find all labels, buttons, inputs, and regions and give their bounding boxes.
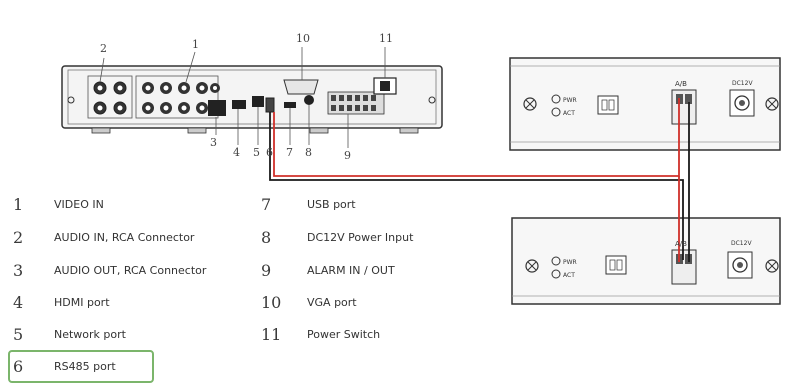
video-in-group — [135, 75, 219, 119]
power-input — [304, 95, 314, 105]
dvr-foot — [187, 127, 207, 134]
hdmi-port — [232, 100, 246, 109]
dvr-rear-panel — [61, 65, 443, 134]
callout-10: 10 — [296, 32, 310, 45]
vga-port — [283, 79, 319, 95]
rs485-terminal — [671, 249, 697, 285]
rs485-terminal — [671, 89, 697, 125]
rs485-device-top — [509, 57, 781, 151]
screw-icon — [525, 259, 539, 273]
legend-number: 9 — [261, 261, 272, 280]
legend-number: 11 — [261, 325, 282, 344]
callout-8: 8 — [305, 146, 312, 159]
power-label: DC12V — [731, 240, 752, 247]
legend-label: AUDIO IN, RCA Connector — [54, 231, 195, 244]
rs485-highlight-box — [8, 350, 154, 383]
dvr-screw-right — [428, 96, 436, 104]
legend-label: ALARM IN / OUT — [307, 264, 395, 277]
wire-red — [273, 98, 680, 177]
screw-icon — [765, 259, 779, 273]
legend-number: 5 — [13, 325, 24, 344]
legend-number: 7 — [261, 195, 272, 214]
dvr-foot — [309, 127, 329, 134]
callout-5: 5 — [253, 146, 260, 159]
rs485-port — [265, 97, 275, 113]
legend-number: 3 — [13, 261, 24, 280]
callout-6: 6 — [266, 146, 273, 159]
callout-11: 11 — [379, 32, 393, 45]
legend-number: 6 — [13, 357, 24, 376]
act-led-icon — [551, 269, 561, 279]
callout-leaders — [99, 47, 386, 148]
port-label: A/B — [675, 240, 687, 248]
legend-number: 8 — [261, 228, 272, 247]
pwr-led-icon — [551, 256, 561, 266]
pwr-led-icon — [551, 94, 561, 104]
screw-icon — [765, 97, 779, 111]
legend-label: HDMI port — [54, 296, 110, 309]
dvr-screw-left — [67, 96, 75, 104]
act-led-icon — [551, 107, 561, 117]
legend-number: 2 — [13, 228, 24, 247]
power-label: DC12V — [732, 80, 753, 87]
screw-icon — [523, 97, 537, 111]
legend-label: AUDIO OUT, RCA Connector — [54, 264, 207, 277]
dvr-foot — [91, 127, 111, 134]
network-port — [252, 96, 264, 107]
led-label-pwr: PWR — [563, 259, 577, 266]
led-label-pwr: PWR — [563, 97, 577, 104]
legend-label: VIDEO IN — [54, 198, 104, 211]
rs485-device-bottom — [511, 217, 781, 305]
legend-label: Power Switch — [307, 328, 381, 341]
dvr-inner-frame — [67, 69, 437, 125]
wire-black — [269, 112, 684, 260]
legend-label: VGA port — [307, 296, 357, 309]
callout-2: 2 — [100, 42, 107, 55]
callout-1: 1 — [192, 38, 199, 51]
rs485-wiring — [269, 98, 690, 262]
callout-4: 4 — [233, 146, 240, 159]
callout-9: 9 — [344, 149, 351, 162]
alarm-terminal-block — [327, 91, 385, 115]
legend-label: USB port — [307, 198, 356, 211]
legend-number: 4 — [13, 293, 24, 312]
legend-label: Network port — [54, 328, 126, 341]
legend-label: RS485 port — [54, 360, 116, 373]
audio-in-group — [87, 75, 133, 119]
callout-7: 7 — [286, 146, 293, 159]
usb-port — [284, 102, 296, 108]
led-label-act: ACT — [563, 272, 575, 279]
dip-switch — [597, 95, 619, 115]
led-label-act: ACT — [563, 110, 575, 117]
dvr-foot — [399, 127, 419, 134]
dip-switch — [605, 255, 627, 275]
legend-number: 1 — [13, 195, 24, 214]
audio-out-connectors — [208, 83, 226, 116]
port-label: A/B — [675, 80, 687, 88]
callout-3: 3 — [210, 136, 217, 149]
legend-label: DC12V Power Input — [307, 231, 414, 244]
legend-number: 10 — [261, 293, 282, 312]
dc-jack — [727, 251, 753, 279]
